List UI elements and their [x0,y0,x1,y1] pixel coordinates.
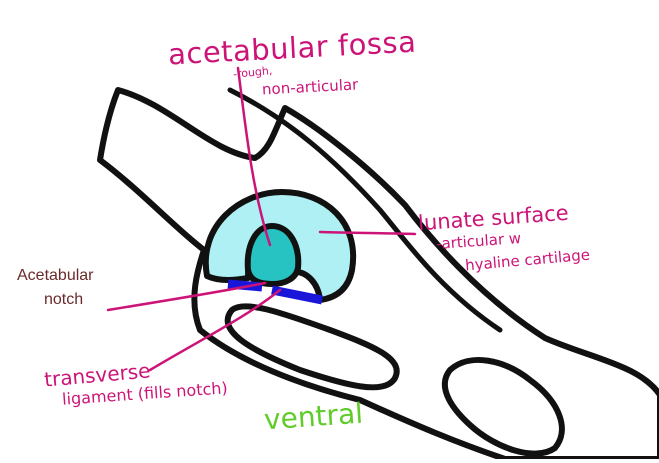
orientation-label: ventral [263,400,364,435]
acetabular-notch-label-line2: notch [44,292,83,308]
bone-outline [100,90,659,459]
acetabular-notch-label: Acetabular [17,268,94,284]
acetabular-fossa [248,226,299,284]
